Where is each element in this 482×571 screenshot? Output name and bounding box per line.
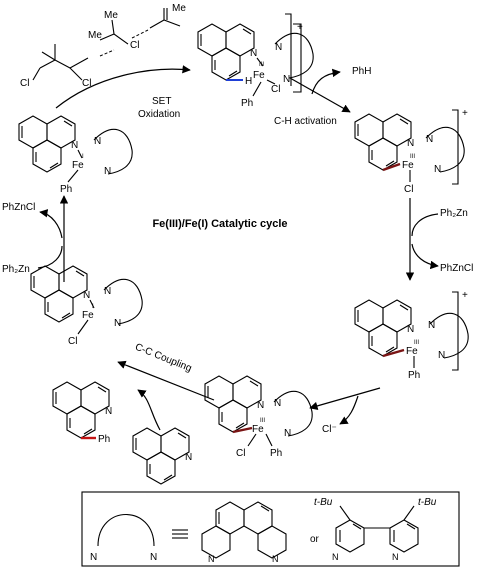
cycle-title: Fe(III)/Fe(I) Catalytic cycle	[152, 218, 287, 230]
svg-text:N: N	[257, 400, 264, 411]
svg-text:Fe: Fe	[402, 160, 414, 171]
tbu-left-label: t-Bu	[314, 497, 333, 508]
svg-text:III: III	[410, 154, 415, 160]
svg-text:N: N	[272, 554, 279, 564]
ch-activation-arrow	[289, 77, 351, 113]
svg-text:N: N	[185, 452, 192, 463]
svg-text:Cl: Cl	[130, 40, 139, 51]
tbu-right-label: t-Bu	[418, 497, 437, 508]
phzncl-left-label: PhZnCl	[2, 202, 35, 213]
svg-text:Fe: Fe	[253, 70, 265, 81]
fe-iii-phenyl-chloride-complex: N Fe III N N Cl Ph	[204, 375, 313, 459]
dichloroalkane-substrate: Cl Cl	[20, 44, 91, 89]
svg-text:I: I	[82, 154, 84, 160]
svg-text:N: N	[438, 350, 445, 361]
svg-text:N: N	[407, 324, 414, 335]
fe-i-chloride-complex: N Fe I N N Cl	[30, 265, 143, 347]
svg-text:Cl: Cl	[271, 84, 280, 95]
coupled-product: N Ph	[52, 381, 112, 445]
svg-text:+: +	[462, 290, 468, 301]
svg-text:Fe: Fe	[252, 424, 264, 435]
fe-iii-phenyl-complex: N Fe III N N Ph +	[354, 290, 469, 381]
svg-text:Me: Me	[88, 30, 102, 41]
svg-text:Me: Me	[104, 10, 118, 21]
svg-text:N: N	[104, 166, 111, 177]
svg-text:III: III	[260, 418, 265, 424]
cc-coupling-arrow	[117, 360, 215, 401]
svg-text:N: N	[250, 48, 257, 59]
svg-text:N: N	[104, 286, 111, 297]
svg-text:N: N	[407, 138, 414, 149]
ch-activation-label: C-H activation	[274, 116, 337, 127]
cl-atom-label: Cl	[82, 78, 91, 89]
cl-atom-label: Cl	[20, 78, 29, 89]
legend-n-left: N	[90, 552, 97, 563]
svg-text:Cl: Cl	[236, 448, 245, 459]
ligand-legend: N N N N or N N t-Bu t-Bu	[81, 491, 460, 567]
svg-text:III: III	[259, 62, 264, 68]
svg-text:N: N	[94, 136, 101, 147]
chloride-label: Cl⁻	[322, 424, 337, 435]
svg-text:Ph: Ph	[408, 370, 420, 381]
phenanthroline-structure: N N	[201, 501, 287, 564]
svg-text:N: N	[332, 552, 339, 562]
phzncl-out-arrow	[411, 243, 439, 270]
chloride-association-arrow	[309, 387, 381, 410]
phzncl-out-left-arrow	[39, 209, 63, 239]
fe-iii-cyclometalated-chloride: N Fe III N N Cl +	[354, 108, 468, 195]
svg-text:N: N	[284, 428, 291, 439]
svg-text:N: N	[434, 164, 441, 175]
svg-text:III: III	[414, 340, 419, 346]
ph2zn-in-arrow	[411, 213, 439, 237]
legend-n-right: N	[150, 552, 157, 563]
phh-release-arrow	[311, 68, 341, 95]
ph2zn-left-label: Ph₂Zn	[2, 264, 30, 275]
ph2zn-in-left-arrow	[37, 245, 63, 269]
chloride-in-arrow	[339, 395, 359, 425]
svg-text:I: I	[92, 304, 94, 310]
svg-text:Ph: Ph	[60, 184, 72, 195]
fe-iii-ch-complex: H N Fe III N N Cl Ph +	[197, 13, 314, 109]
svg-text:Me: Me	[172, 3, 186, 14]
svg-text:N: N	[428, 320, 435, 331]
set-oxidation-arrow	[55, 65, 191, 109]
svg-text:N: N	[283, 74, 290, 85]
phzncl-right-label: PhZnCl	[440, 263, 473, 274]
ph2zn-right-label: Ph₂Zn	[440, 208, 468, 219]
svg-text:H: H	[245, 76, 252, 87]
svg-text:Ph: Ph	[241, 98, 253, 109]
svg-text:Fe: Fe	[72, 160, 84, 171]
product-release-arrow	[137, 389, 161, 431]
svg-text:N: N	[392, 552, 399, 562]
svg-text:Ph: Ph	[98, 434, 110, 445]
svg-text:Cl: Cl	[404, 184, 413, 195]
svg-text:N: N	[426, 134, 433, 145]
bipyridine-structure: N N	[332, 505, 419, 562]
fe-i-phenyl-complex: N Fe I N N Ph	[18, 115, 133, 195]
svg-text:N: N	[105, 406, 112, 417]
svg-text:N: N	[208, 554, 215, 564]
svg-text:Cl: Cl	[68, 336, 77, 347]
svg-text:+: +	[462, 108, 468, 119]
equivalence-symbol	[172, 529, 188, 539]
cc-coupling-label: C-C Coupling	[133, 342, 193, 375]
svg-text:N: N	[83, 290, 90, 301]
svg-text:N: N	[274, 398, 281, 409]
oxidation-label: Oxidation	[138, 109, 180, 120]
svg-text:N: N	[114, 318, 121, 329]
svg-text:+: +	[297, 22, 303, 33]
svg-text:Fe: Fe	[82, 310, 94, 321]
or-label: or	[310, 534, 320, 545]
cl-substituted-fragment: Me Me Cl	[88, 10, 139, 57]
svg-text:Ph: Ph	[270, 448, 282, 459]
svg-text:Fe: Fe	[406, 346, 418, 357]
svg-text:N: N	[275, 42, 282, 53]
set-label: SET	[152, 96, 171, 107]
benzoquinoline-free-ligand: N	[132, 427, 192, 485]
svg-text:N: N	[71, 140, 78, 151]
alkene-product: Me	[131, 3, 186, 39]
phh-label: PhH	[352, 66, 371, 77]
